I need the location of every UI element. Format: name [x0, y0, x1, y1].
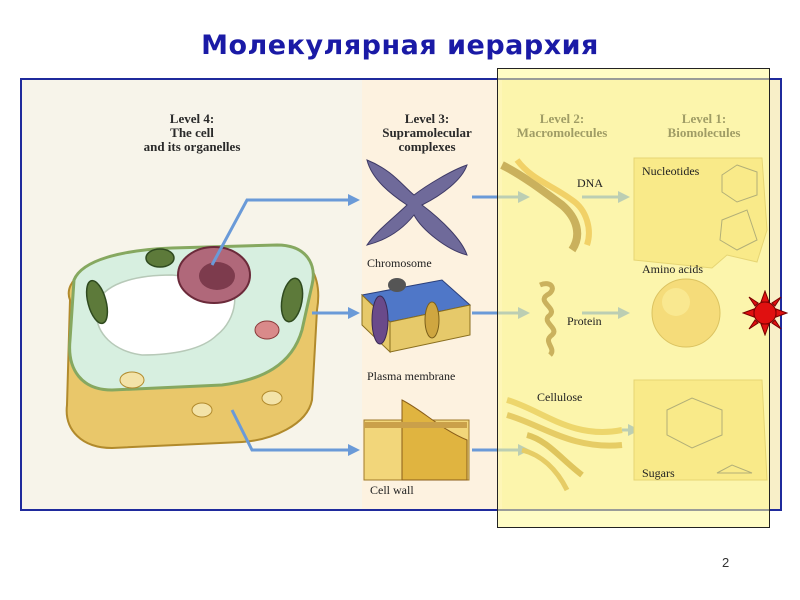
hierarchy-figure: Level 4: The cell and its organelles Lev…	[20, 78, 782, 511]
amino-acids-label: Amino acids	[642, 262, 703, 276]
cell-wall-label: Cell wall	[370, 483, 414, 497]
level2-line2: Macromolecules	[516, 125, 608, 140]
level1-line2: Biomolecules	[667, 125, 741, 140]
sugar-structure	[633, 379, 768, 481]
level4-line1: Level 4:	[169, 111, 215, 126]
plant-cell-illustration	[65, 243, 320, 450]
plasma-membrane-label: Plasma membrane	[367, 369, 456, 383]
chromosome-illustration	[365, 159, 468, 256]
cellulose-label: Cellulose	[537, 390, 583, 404]
level3-line3: complexes	[398, 139, 456, 154]
dna-label: DNA	[577, 176, 603, 190]
nucleotides-label: Nucleotides	[642, 164, 700, 178]
level3-line1: Level 3:	[404, 111, 450, 126]
sun-icon	[742, 290, 788, 336]
level4-line2: The cell	[170, 125, 214, 140]
amino-acid-sphere	[651, 278, 721, 348]
page-number: 2	[722, 555, 730, 570]
level4-line3: and its organelles	[143, 139, 241, 154]
plasma-membrane-illustration	[360, 278, 472, 354]
level1-line1: Level 1:	[681, 111, 727, 126]
level2-line1: Level 2:	[539, 111, 585, 126]
cell-wall-illustration	[363, 399, 470, 481]
chromosome-label: Chromosome	[367, 256, 432, 270]
sugars-label: Sugars	[642, 466, 675, 480]
level3-line2: Supramolecular	[382, 125, 472, 140]
protein-label: Protein	[567, 314, 602, 328]
cell-to-level3-arrows	[210, 198, 350, 452]
slide-title: Молекулярная иерархия	[201, 30, 599, 61]
